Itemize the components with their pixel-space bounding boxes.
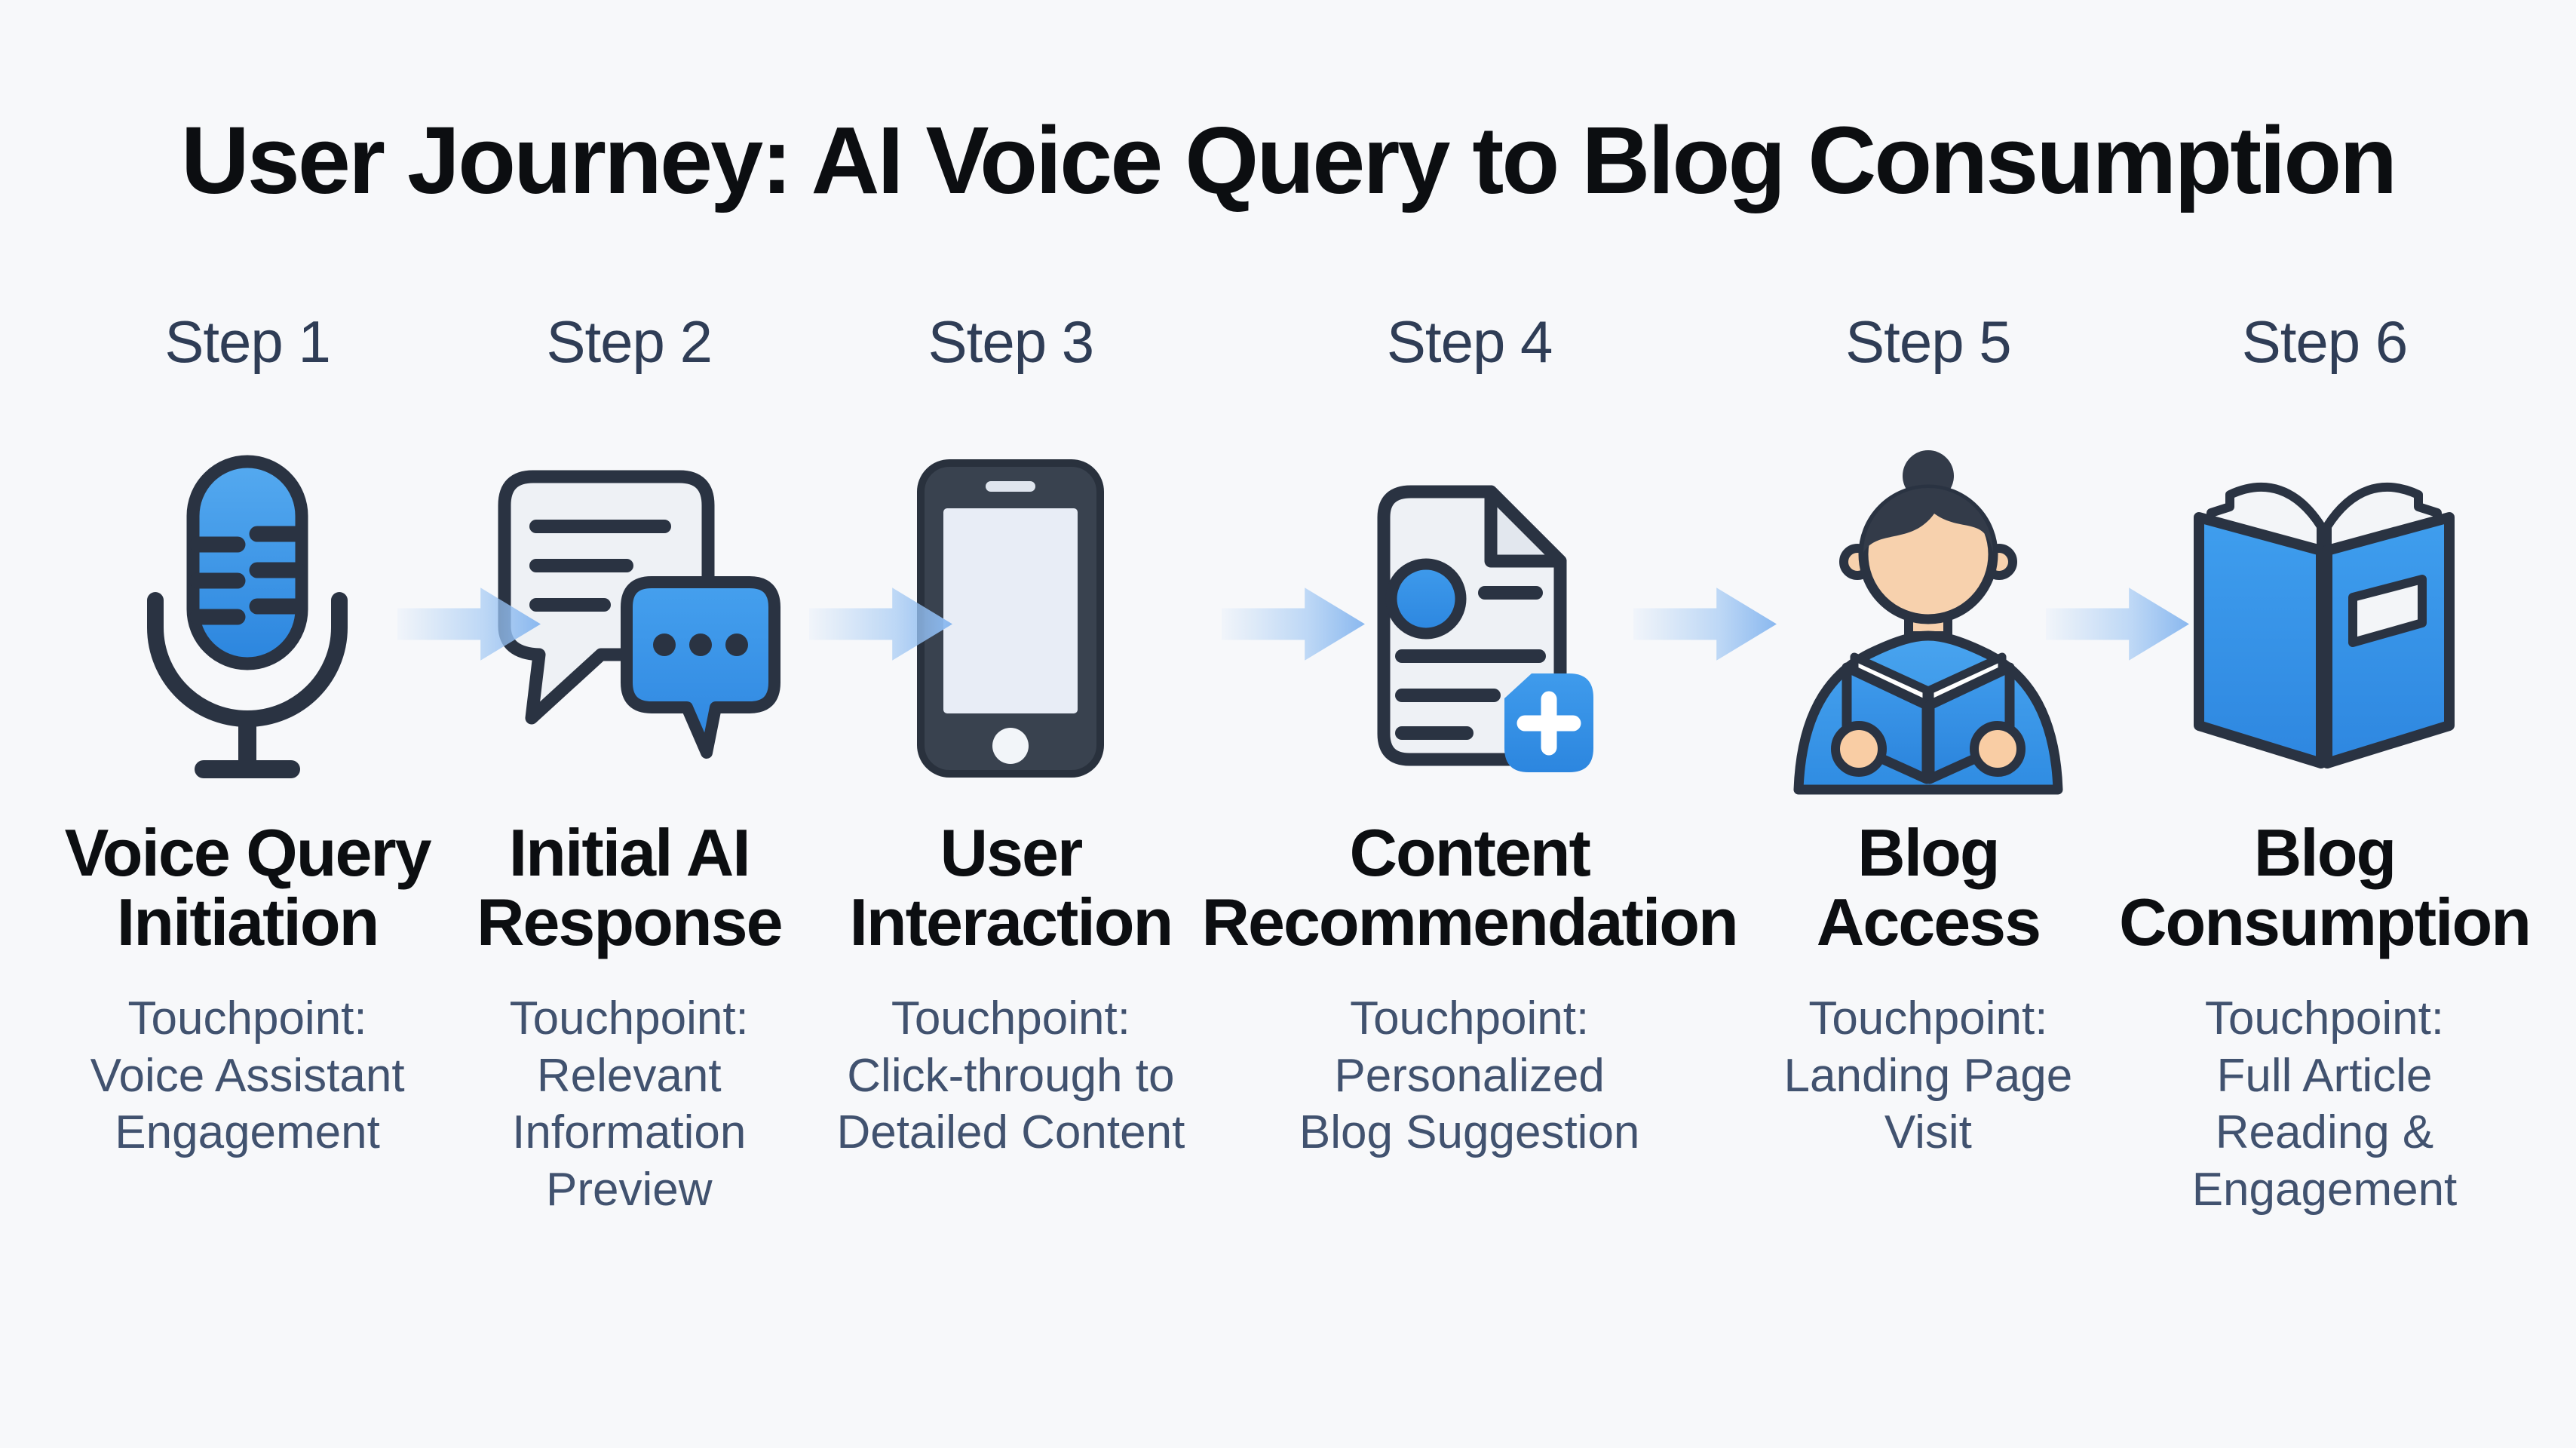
document-add-icon [1342, 445, 1598, 792]
step-touchpoint: Touchpoint: Personalized Blog Suggestion [1299, 992, 1640, 1159]
step-label: Step 2 [546, 308, 713, 375]
step-label: Step 6 [2241, 308, 2409, 375]
page-title: User Journey: AI Voice Query to Blog Con… [180, 107, 2397, 213]
step-column-3: Step 3 User Interaction Touchpoint: Clic… [820, 308, 1201, 1219]
chat-bubbles-icon [467, 445, 791, 792]
step-label: Step 1 [164, 308, 331, 375]
step-touchpoint: Touchpoint: Relevant Information Preview [509, 992, 749, 1216]
step-column-2: Step 2 [438, 308, 820, 1219]
step-title: Blog Consumption [2118, 815, 2532, 959]
step-column-4: Step 4 [1201, 308, 1738, 1219]
person-reading-icon [1762, 445, 2094, 795]
steps-row: Step 1 [57, 308, 2532, 1219]
step-title: Blog Access [1816, 815, 2041, 959]
step-title: Content Recommendation [1201, 815, 1738, 959]
microphone-icon [134, 445, 360, 792]
step-touchpoint: Touchpoint: Landing Page Visit [1783, 992, 2073, 1159]
open-book-icon [2173, 445, 2475, 792]
step-title: User Interaction [849, 815, 1173, 959]
step-label: Step 5 [1845, 308, 2012, 375]
step-column-5: Step 5 [1737, 308, 2119, 1219]
step-title: Voice Query Initiation [64, 815, 432, 959]
step-touchpoint: Touchpoint: Full Article Reading & Engag… [2191, 992, 2458, 1216]
step-column-6: Step 6 Blog Consumption Touchpoint: Fu [2118, 308, 2532, 1219]
step-column-1: Step 1 [57, 308, 438, 1219]
step-title: Initial AI Response [476, 815, 784, 959]
step-touchpoint: Touchpoint: Click-through to Detailed Co… [836, 992, 1185, 1159]
smartphone-icon [916, 445, 1105, 792]
step-touchpoint: Touchpoint: Voice Assistant Engagement [90, 992, 405, 1159]
step-label: Step 3 [928, 308, 1095, 375]
step-label: Step 4 [1386, 308, 1553, 375]
